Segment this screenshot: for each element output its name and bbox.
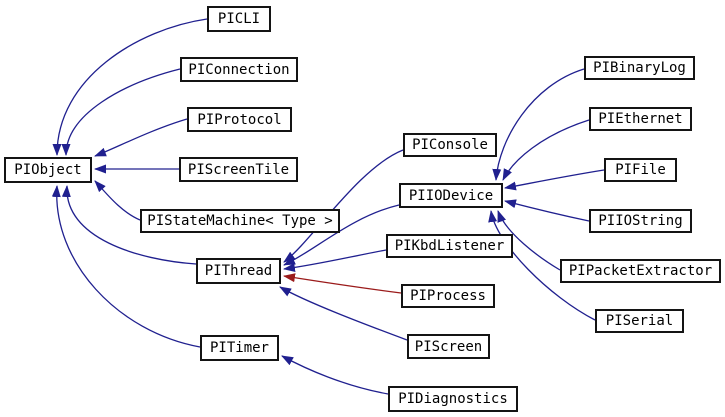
class-node-label: PIEthernet (598, 111, 683, 127)
class-node-label: PISerial (605, 313, 674, 329)
inheritance-edge-piprotocol-to-piobject (94, 118, 188, 157)
class-node-label: PIBinaryLog (593, 60, 686, 76)
inheritance-edge-piiostring-to-piiodevice (504, 199, 590, 222)
inheritance-edge-pibinarylog-to-piiodevice (492, 68, 585, 181)
inheritance-edge-pithread-to-piobject (61, 185, 197, 265)
class-node-pistatemachine[interactable]: PIStateMachine< Type > (140, 209, 340, 233)
inheritance-edge-pipacketextractor-to-piiodevice (497, 210, 561, 271)
class-node-label: PITimer (209, 340, 269, 356)
inheritance-edge-picli-to-piobject (52, 18, 208, 156)
class-node-label: PIPacketExtractor (568, 263, 713, 279)
class-node-label: PIIOString (598, 213, 683, 229)
class-node-label: PIScreenTile (187, 161, 290, 178)
class-node-pitimer[interactable]: PITimer (200, 335, 279, 361)
inheritance-edge-pitimer-to-piobject (51, 185, 201, 348)
class-node-piobject[interactable]: PIObject (4, 157, 92, 183)
class-node-piconsole[interactable]: PIConsole (403, 133, 497, 157)
class-node-label: PIDiagnostics (398, 391, 508, 407)
class-node-piiostring[interactable]: PIIOString (589, 209, 692, 233)
inheritance-edge-pistatemachine-to-piobject (94, 180, 141, 221)
inheritance-edge-piscreen-to-pithread (279, 286, 408, 341)
inheritance-edge-pidiagnostics-to-pitimer (281, 355, 389, 395)
inheritance-edge-piprocess-to-pithread (283, 273, 402, 294)
class-node-label: PIFile (615, 162, 666, 178)
class-node-label: PIScreen (414, 338, 483, 355)
class-node-label: PIIODevice (408, 187, 494, 204)
class-node-pithread[interactable]: PIThread (196, 258, 281, 284)
class-node-pikbdlistener[interactable]: PIKbdListener (386, 234, 513, 258)
class-node-piscreentile[interactable]: PIScreenTile (179, 157, 298, 182)
class-node-piprocess[interactable]: PIProcess (401, 284, 495, 308)
class-node-piiodevice[interactable]: PIIODevice (399, 183, 503, 208)
class-node-piethernet[interactable]: PIEthernet (589, 107, 692, 131)
class-node-label: PIThread (204, 263, 273, 279)
class-node-label: PICLI (217, 11, 261, 27)
class-node-label: PIConnection (188, 61, 290, 78)
class-node-label: PIProcess (410, 288, 486, 304)
inheritance-edge-piconsole-to-pithread (283, 149, 404, 263)
class-node-piconnection[interactable]: PIConnection (180, 57, 298, 82)
class-node-label: PIProtocol (197, 111, 282, 128)
inheritance-edge-piethernet-to-piiodevice (502, 119, 590, 181)
class-node-pibinarylog[interactable]: PIBinaryLog (584, 56, 695, 80)
inheritance-edge-piiodevice-to-pithread (283, 204, 400, 266)
inheritance-edge-piserial-to-piiodevice (488, 210, 596, 321)
class-node-label: PIStateMachine< Type > (147, 213, 333, 229)
class-node-pipacketextractor[interactable]: PIPacketExtractor (560, 259, 721, 283)
class-node-pidiagnostics[interactable]: PIDiagnostics (388, 386, 518, 412)
inheritance-edge-pifile-to-piiodevice (504, 169, 605, 191)
class-node-piprotocol[interactable]: PIProtocol (187, 107, 292, 132)
class-node-label: PIKbdListener (394, 238, 505, 254)
class-node-pifile[interactable]: PIFile (604, 158, 677, 182)
class-node-picli[interactable]: PICLI (207, 6, 271, 32)
class-node-label: PIObject (14, 162, 82, 178)
inheritance-edge-pikbdlistener-to-pithread (283, 249, 387, 273)
class-node-piserial[interactable]: PISerial (595, 309, 684, 333)
class-node-piscreen[interactable]: PIScreen (407, 334, 490, 359)
inheritance-edge-piconnection-to-piobject (61, 68, 181, 156)
class-node-label: PIConsole (412, 137, 488, 153)
